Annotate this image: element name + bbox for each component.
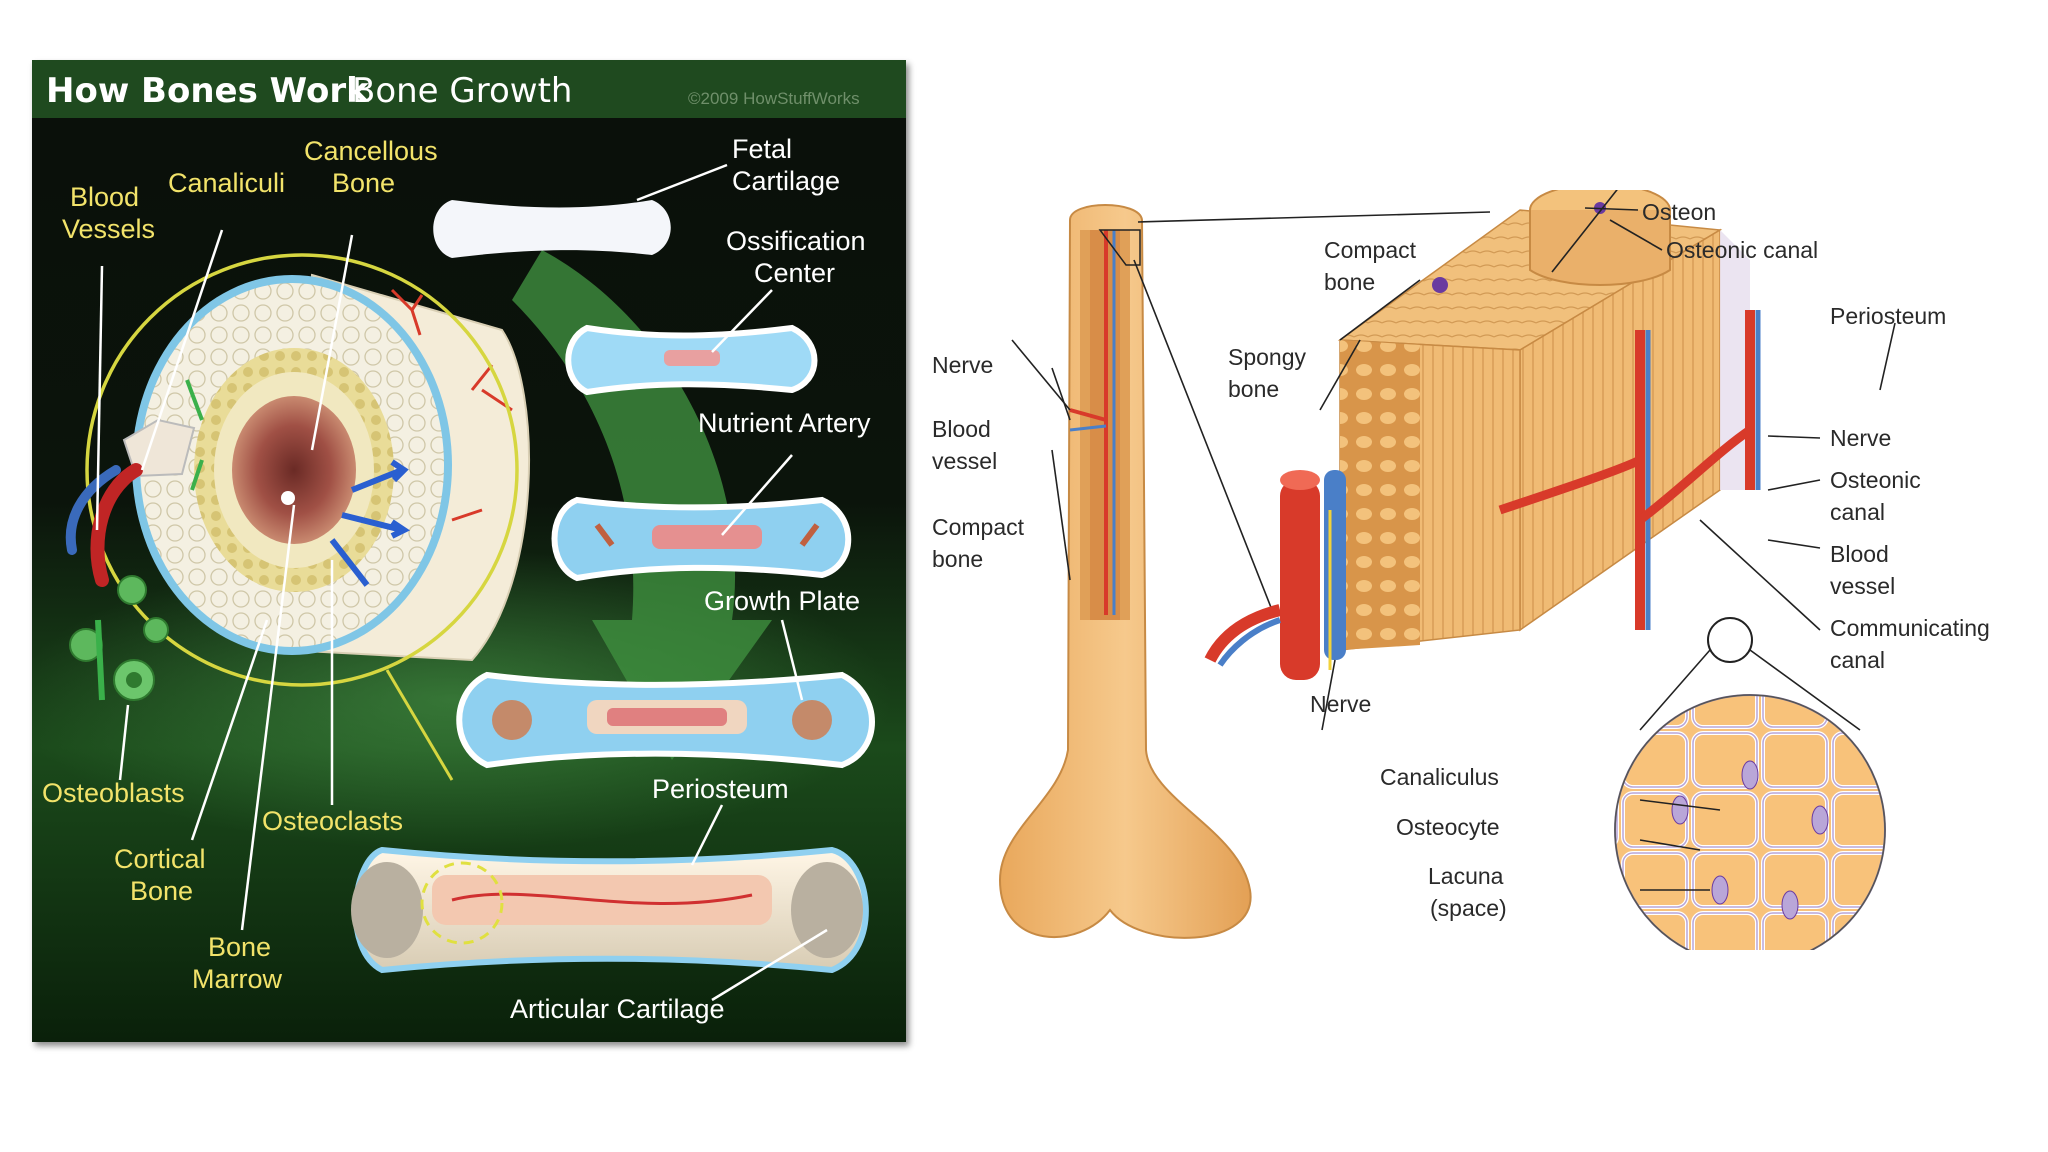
label-fetal-2: Cartilage (732, 166, 840, 196)
label-blood-vessels-2: Vessels (62, 214, 155, 244)
label-periosteum: Periosteum (1830, 303, 1946, 329)
bone-growth-illustration: How Bones Work Bone Growth ©2009 HowStuf… (32, 60, 906, 1042)
compact-bone-diagram: Osteon Osteonic canal Compact bone Perio… (920, 190, 2040, 950)
label-spongy-1: Spongy (1228, 344, 1307, 370)
label-cancellous-1: Cancellous (304, 136, 438, 166)
nutrient-artery-bone (551, 496, 852, 582)
femur-long-bone (998, 204, 1252, 939)
label-cancellous-2: Bone (332, 168, 395, 198)
label-osteonic-canal-r-1: Osteonic (1830, 467, 1921, 493)
label-marrow-2: Marrow (192, 964, 283, 994)
label-osteonic-canal-r-2: canal (1830, 499, 1885, 525)
label-nutrient-artery: Nutrient Artery (698, 408, 871, 438)
label-nerve-left: Nerve (932, 352, 993, 378)
copyright: ©2009 HowStuffWorks (688, 89, 860, 108)
header-bar (32, 60, 906, 118)
label-compact-left-2: bone (932, 546, 983, 572)
label-osteon: Osteon (1642, 199, 1716, 225)
label-blood-vessel-left-2: vessel (932, 448, 997, 474)
growth-plate-bone (456, 671, 875, 769)
bone-block-3d (1204, 190, 1761, 680)
label-articular: Articular Cartilage (510, 994, 725, 1024)
label-marrow-1: Bone (208, 932, 271, 962)
label-blood-vessel-r-2: vessel (1830, 573, 1895, 599)
label-compact-bone-top-1: Compact (1324, 237, 1417, 263)
label-compact-left-1: Compact (932, 514, 1025, 540)
label-blood-vessel-left-1: Blood (932, 416, 991, 442)
label-communicating-2: canal (1830, 647, 1885, 673)
label-fetal-1: Fetal (732, 134, 792, 164)
ossification-bone (565, 324, 818, 396)
label-canaliculus: Canaliculus (1380, 764, 1499, 790)
label-spongy-2: bone (1228, 376, 1279, 402)
label-ossification-2: Center (754, 258, 835, 288)
label-nerve-bottom: Nerve (1310, 691, 1371, 717)
subtitle: Bone Growth (352, 71, 572, 111)
label-cortical-1: Cortical (114, 844, 206, 874)
label-growth-plate: Growth Plate (704, 586, 860, 616)
cross-section-callout (85, 253, 519, 687)
label-osteocyte: Osteocyte (1396, 814, 1500, 840)
label-blood-vessels-1: Blood (70, 182, 139, 212)
label-ossification-1: Ossification (726, 226, 866, 256)
label-lacuna-2: (space) (1430, 895, 1507, 921)
label-nerve-right: Nerve (1830, 425, 1891, 451)
label-blood-vessel-r-1: Blood (1830, 541, 1889, 567)
mature-bone (351, 846, 869, 974)
label-lacuna-1: Lacuna (1428, 863, 1504, 889)
label-cortical-2: Bone (130, 876, 193, 906)
title: How Bones Work (46, 71, 370, 111)
fetal-cartilage-bone (433, 200, 671, 258)
label-canaliculi: Canaliculi (168, 168, 285, 198)
label-osteoblasts: Osteoblasts (42, 778, 185, 808)
label-communicating-1: Communicating (1830, 615, 1990, 641)
lacuna-magnified (1614, 617, 1886, 950)
label-periosteum: Periosteum (652, 774, 789, 804)
label-compact-bone-top-2: bone (1324, 269, 1375, 295)
leader-lines (95, 163, 828, 1002)
label-osteoclasts: Osteoclasts (262, 806, 403, 836)
label-osteonic-canal: Osteonic canal (1666, 237, 1818, 263)
diagram-leaders (1011, 190, 1896, 891)
